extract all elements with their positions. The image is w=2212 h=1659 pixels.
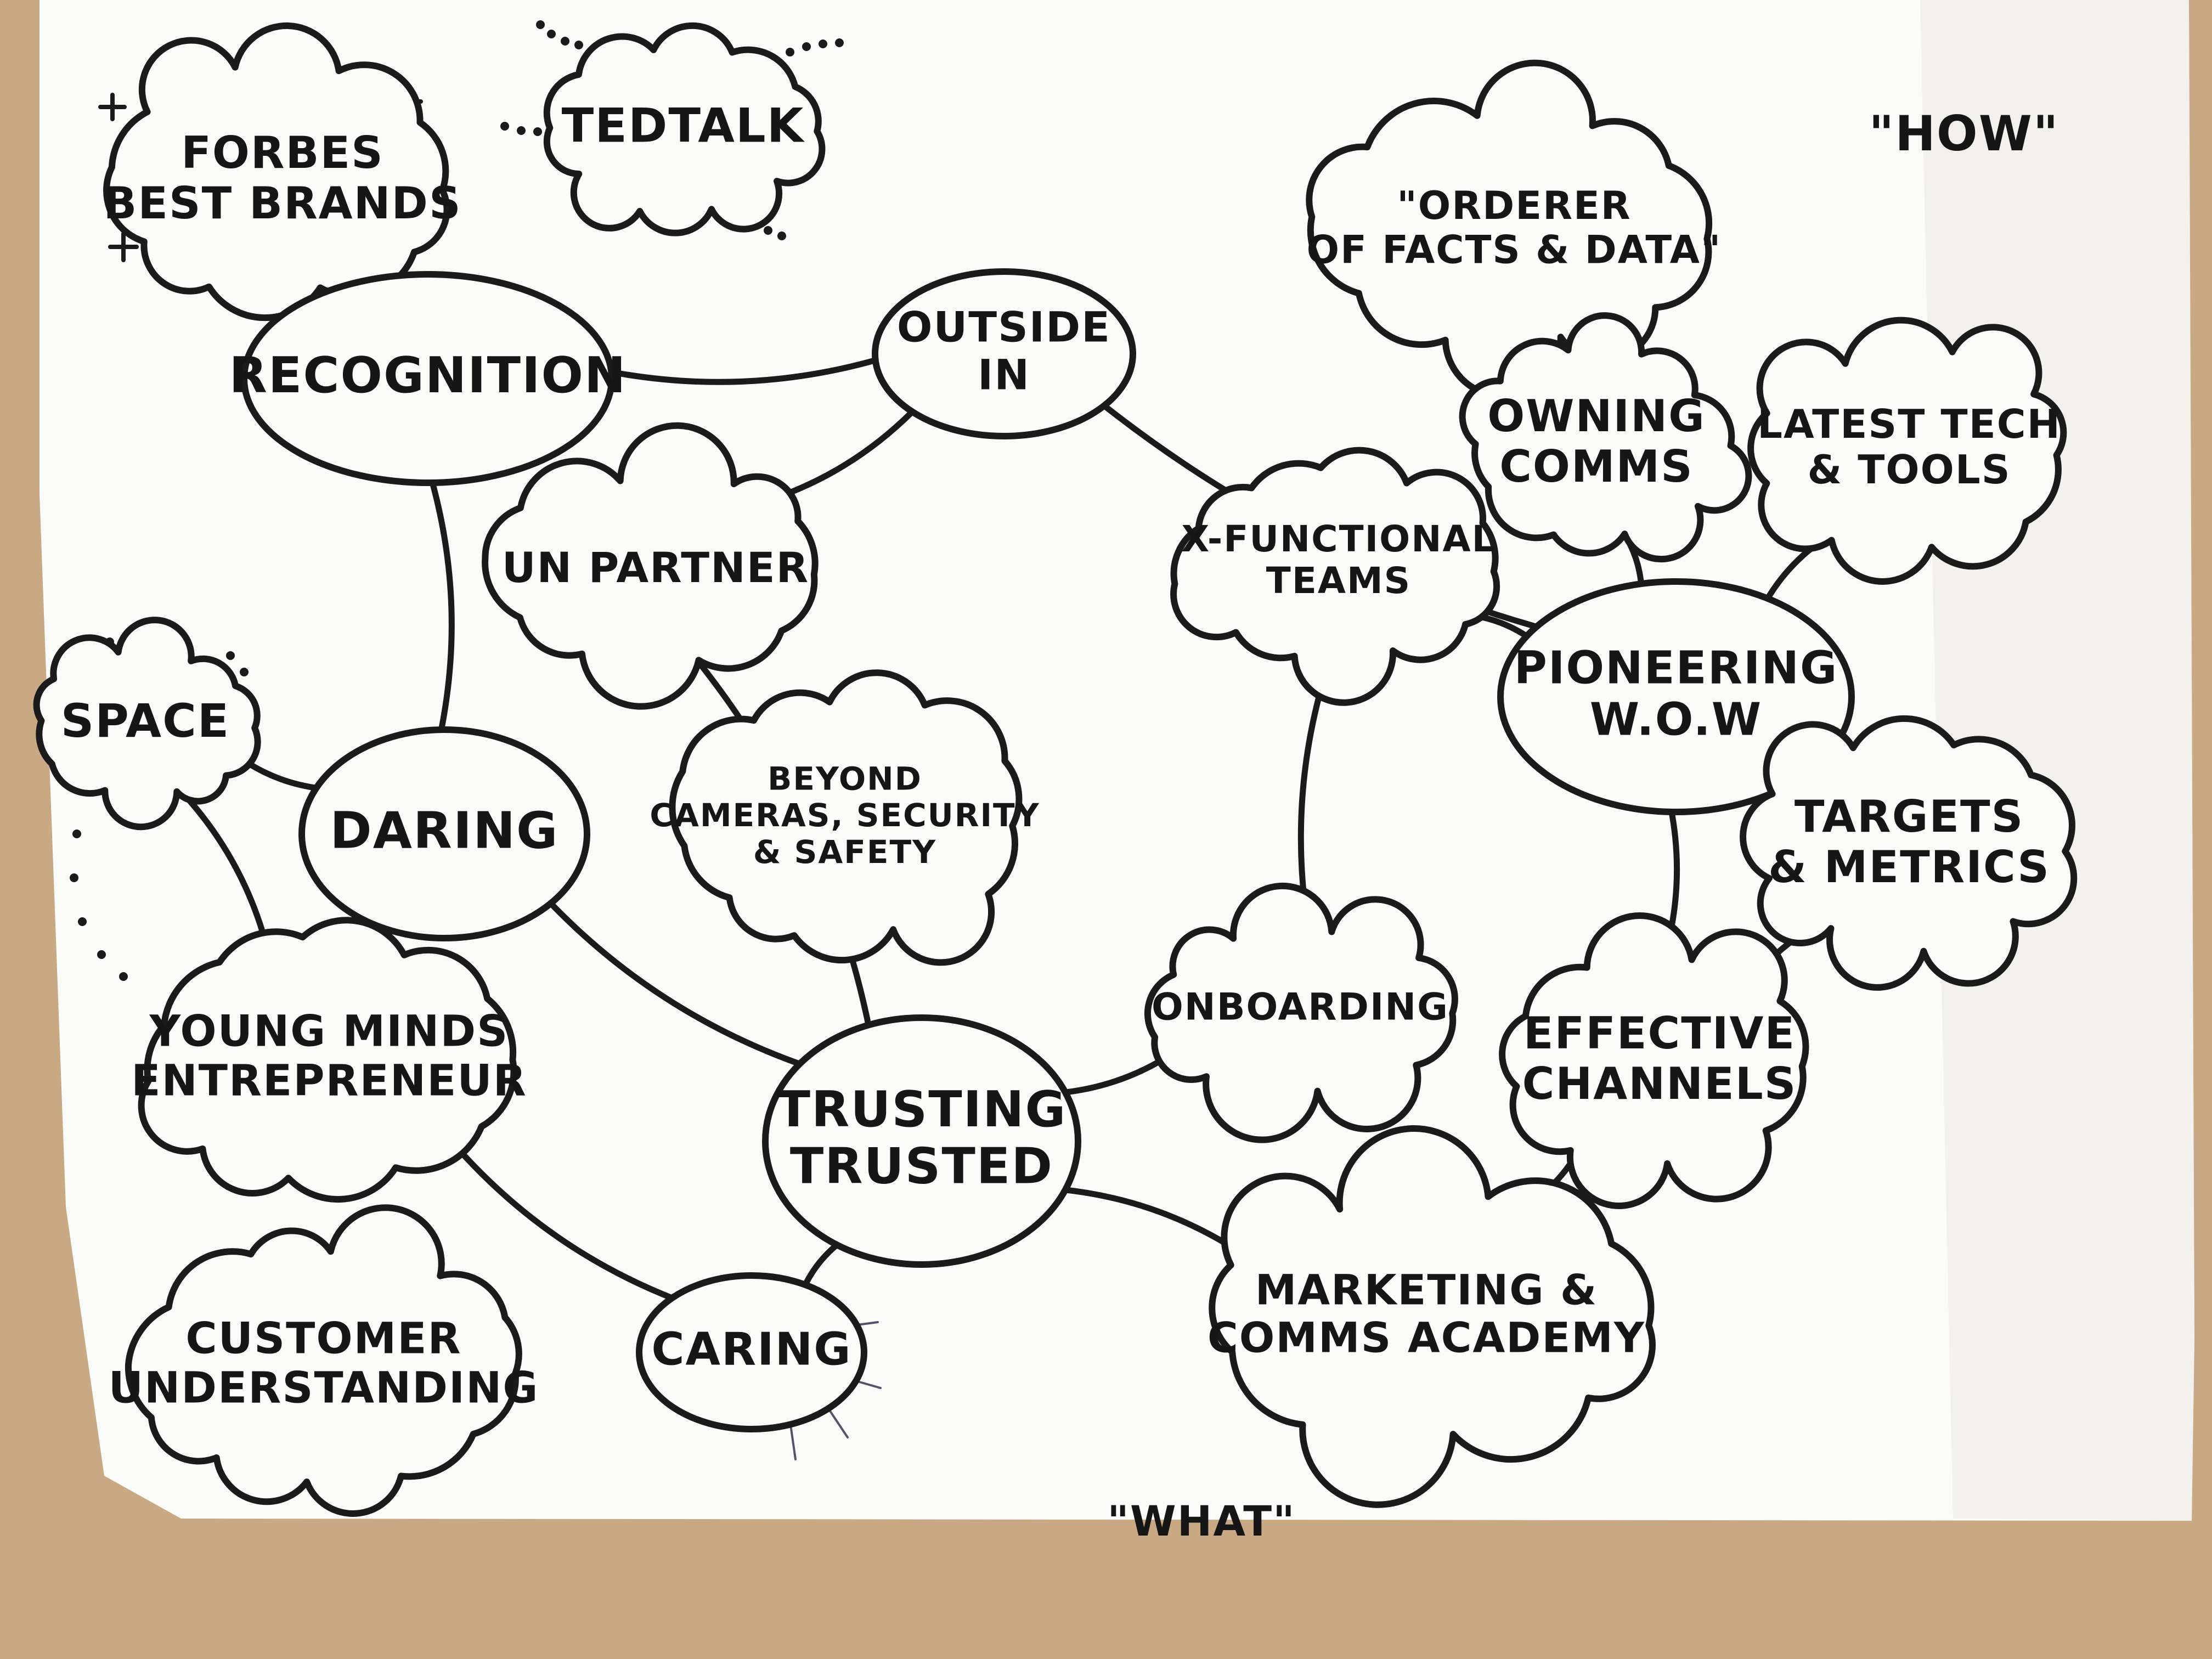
node-space: SPACE xyxy=(33,617,261,831)
beyond-label: & SAFETY xyxy=(753,833,936,871)
owning-comms-label: OWNING xyxy=(1487,391,1706,442)
connector-trusting-marketing xyxy=(1057,1186,1242,1255)
daring-label: DARING xyxy=(330,801,558,860)
node-caring: CARING xyxy=(636,1272,867,1432)
onboarding-cloud xyxy=(1144,882,1458,1143)
space-cloud xyxy=(33,617,261,831)
trusting-label: TRUSTING xyxy=(777,1081,1067,1138)
node-marketing: MARKETING &COMMS ACADEMY xyxy=(1207,1125,1656,1508)
connector-recognition-outside_in xyxy=(602,356,883,385)
connector-young_minds-caring xyxy=(454,1144,679,1302)
young-minds-cloud xyxy=(138,917,517,1203)
node-targets: TARGETS& METRICS xyxy=(1740,715,2078,991)
latest-tech-label: LATEST TECH xyxy=(1757,401,2061,447)
connector-daring-trusting xyxy=(545,898,808,1069)
outside-in-label: IN xyxy=(978,351,1030,399)
beyond-cloud xyxy=(669,669,1023,966)
caring-ellipse xyxy=(636,1272,867,1432)
caring-label: CARING xyxy=(651,1323,851,1375)
marketing-cloud xyxy=(1209,1125,1656,1508)
sparkle-icon xyxy=(98,93,127,121)
orderer-label: "ORDERER xyxy=(1397,183,1631,228)
outside-in-ellipse xyxy=(872,268,1136,439)
what-label: "WHAT" xyxy=(1107,1497,1295,1545)
x-functional-cloud xyxy=(1170,447,1500,706)
connector-space-young_minds xyxy=(180,791,269,947)
effective-cloud xyxy=(1499,912,1809,1209)
latest-tech-label: & TOOLS xyxy=(1807,447,2011,493)
pioneering-ellipse xyxy=(1497,578,1855,815)
un-partner-cloud xyxy=(482,422,819,710)
owning-comms-cloud xyxy=(1459,312,1752,563)
sparkle-icon xyxy=(108,232,139,262)
dotted-trail xyxy=(500,122,558,136)
how-label: "HOW" xyxy=(1869,105,2059,162)
space-label: SPACE xyxy=(61,694,230,748)
node-tedtalk: TEDTALK xyxy=(543,22,826,236)
onboarding-label: ONBOARDING xyxy=(1152,986,1449,1029)
marketing-label: COMMS ACADEMY xyxy=(1207,1313,1645,1362)
pioneering-label: W.O.W xyxy=(1590,694,1762,746)
customer-label: CUSTOMER xyxy=(185,1314,461,1364)
outside-in-label: OUTSIDE xyxy=(897,302,1111,351)
node-latest-tech: LATEST TECH& TOOLS xyxy=(1747,317,2067,585)
young-minds-label: ENTREPRENEUR xyxy=(131,1056,527,1105)
forbes-label: BEST BRANDS xyxy=(103,178,461,229)
node-onboarding: ONBOARDING xyxy=(1144,882,1458,1143)
x-functional-label: TEAMS xyxy=(1266,560,1411,602)
targets-cloud xyxy=(1740,715,2078,991)
trusting-ellipse xyxy=(762,1014,1081,1268)
customer-cloud xyxy=(125,1204,522,1517)
node-recognition: RECOGNITION xyxy=(229,271,627,486)
daring-ellipse xyxy=(298,726,590,941)
beyond-label: CAMERAS, SECURITY xyxy=(650,797,1040,834)
dotted-trail xyxy=(536,20,583,49)
beyond-label: BEYOND xyxy=(768,760,922,797)
effective-label: CHANNELS xyxy=(1522,1058,1797,1109)
marketing-label: MARKETING & xyxy=(1255,1265,1598,1314)
effective-label: EFFECTIVE xyxy=(1523,1008,1796,1059)
un-partner-label: UN PARTNER xyxy=(502,543,809,592)
x-functional-label: X-FUNCTIONAL xyxy=(1181,518,1496,560)
recognition-ellipse xyxy=(241,271,615,486)
latest-tech-cloud xyxy=(1747,317,2067,585)
owning-comms-label: COMMS xyxy=(1499,441,1694,492)
targets-label: TARGETS xyxy=(1795,791,2024,842)
recognition-label: RECOGNITION xyxy=(229,347,627,404)
customer-label: UNDERSTANDING xyxy=(109,1363,539,1413)
orderer-label: OF FACTS & DATA" xyxy=(1307,227,1722,272)
pioneering-label: PIONEERING xyxy=(1514,642,1838,694)
node-un-partner: UN PARTNER xyxy=(482,422,819,710)
targets-label: & METRICS xyxy=(1768,842,2050,893)
node-daring: DARING xyxy=(298,726,590,941)
connector-recognition-daring xyxy=(428,476,455,736)
trusting-label: TRUSTED xyxy=(790,1138,1053,1195)
forbes-label: FORBES xyxy=(181,127,384,178)
young-minds-label: YOUNG MINDS xyxy=(149,1007,509,1057)
tedtalk-cloud xyxy=(543,22,826,236)
dotted-trail xyxy=(786,38,844,57)
tedtalk-label: TEDTALK xyxy=(562,98,805,153)
